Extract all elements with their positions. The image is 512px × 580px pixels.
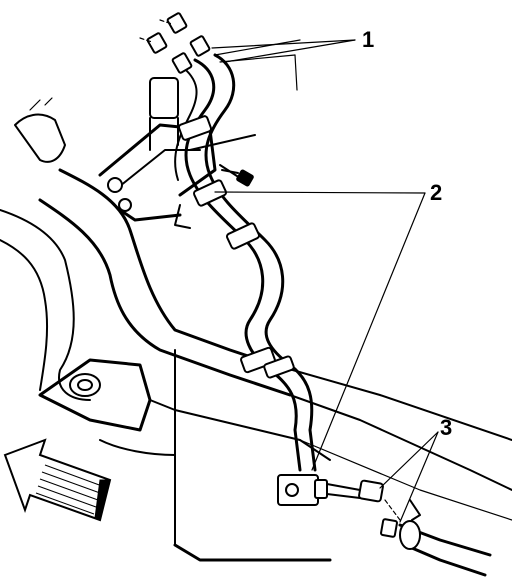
callout-1-label: 1 bbox=[362, 27, 374, 52]
top-fittings bbox=[139, 12, 301, 91]
leader-lines bbox=[211, 39, 439, 523]
brake-pipes bbox=[174, 53, 317, 472]
callout-3-label: 3 bbox=[440, 415, 452, 440]
callout-2-label: 2 bbox=[430, 180, 442, 205]
front-arrow-icon bbox=[3, 438, 112, 522]
frame-rail bbox=[0, 168, 512, 562]
upper-bracket bbox=[14, 77, 256, 222]
pipe-clips bbox=[174, 115, 295, 379]
bottom-fittings bbox=[277, 474, 492, 577]
mounting-bolt bbox=[219, 164, 254, 187]
